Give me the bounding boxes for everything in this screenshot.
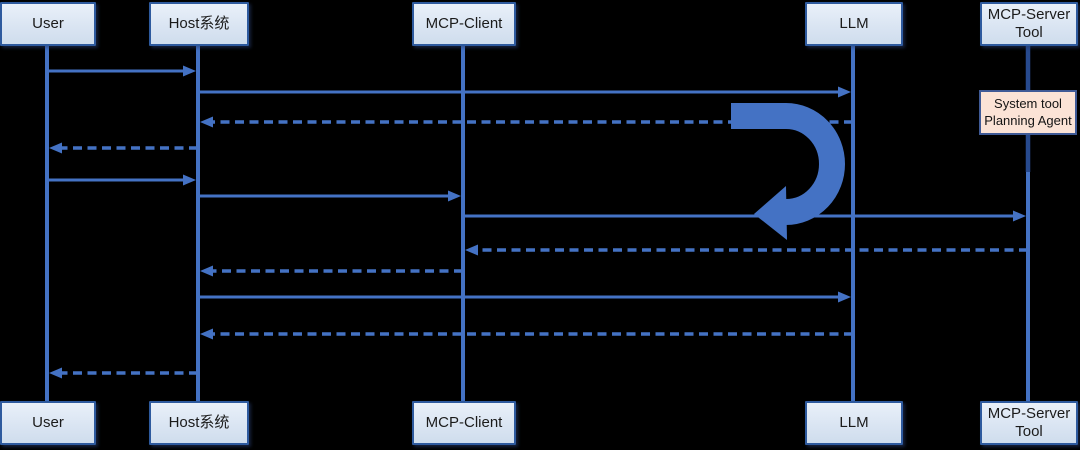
actor-label: User (32, 414, 64, 431)
actor-label: MCP-Server Tool (987, 6, 1071, 41)
actor-box-user-top: User (0, 2, 96, 46)
message-5-arrowhead (183, 174, 196, 186)
actor-box-llm-bottom: LLM (805, 401, 903, 445)
actor-label: MCP-Client (425, 414, 503, 431)
u-turn-arrow-icon (731, 103, 845, 225)
message-11-arrowhead (200, 328, 213, 340)
message-10-arrowhead (838, 291, 851, 303)
note-system-tool-planning-agent: System tool Planning Agent (979, 90, 1077, 135)
message-9-arrowhead (200, 265, 213, 277)
actor-box-llm-top: LLM (805, 2, 903, 46)
actor-box-mcp-client-bottom: MCP-Client (412, 401, 516, 445)
message-1-arrowhead (183, 65, 196, 77)
actor-box-mcp-client-top: MCP-Client (412, 2, 516, 46)
actor-label: LLM (839, 414, 869, 431)
actor-label: Host系统 (168, 15, 230, 32)
message-6-arrowhead (448, 190, 461, 202)
actor-box-user-bottom: User (0, 401, 96, 445)
message-8-arrowhead (465, 244, 478, 256)
actor-box-mcp-server-top: MCP-Server Tool (980, 2, 1078, 46)
actor-box-host-bottom: Host系统 (149, 401, 249, 445)
actor-label: LLM (839, 15, 869, 32)
actor-box-mcp-server-bottom: MCP-Server Tool (980, 401, 1078, 445)
message-4-arrowhead (49, 142, 62, 154)
message-3-arrowhead (200, 116, 213, 128)
actor-label: MCP-Client (425, 15, 503, 32)
actor-box-host-top: Host系统 (149, 2, 249, 46)
message-2-arrowhead (838, 86, 851, 98)
actor-label: Host系统 (168, 414, 230, 431)
message-7-arrowhead (1013, 210, 1026, 222)
actor-label: MCP-Server Tool (987, 405, 1071, 440)
actor-label: User (32, 15, 64, 32)
message-12-arrowhead (49, 367, 62, 379)
note-label: System tool Planning Agent (984, 95, 1072, 128)
u-turn-arrowhead-icon (754, 186, 787, 240)
